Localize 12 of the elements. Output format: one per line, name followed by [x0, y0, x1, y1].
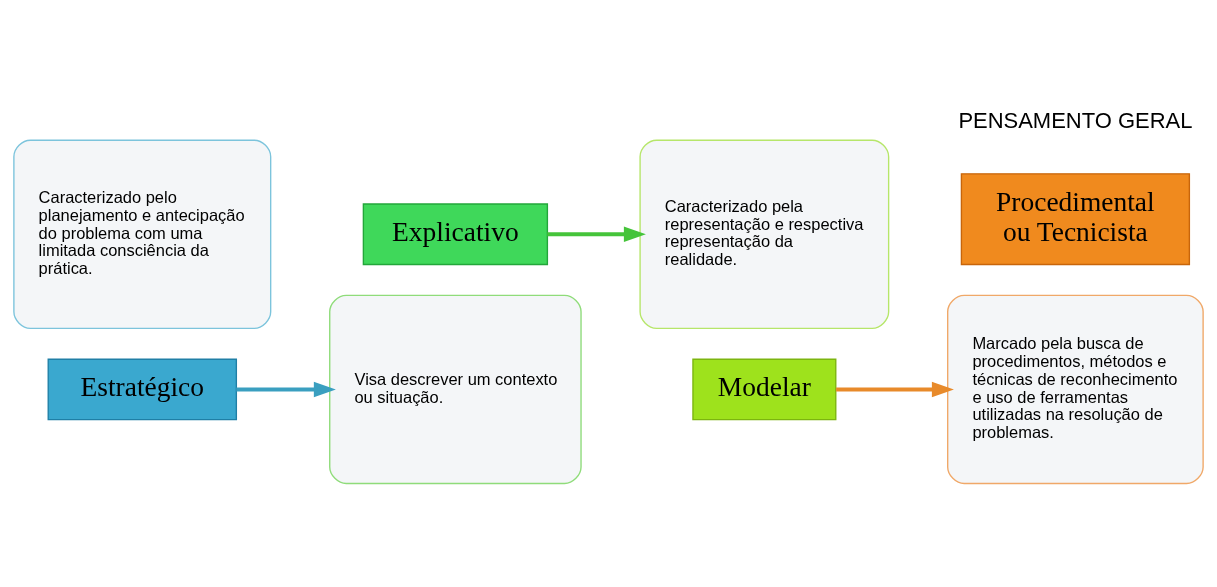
node-box: Estratégico	[47, 358, 238, 420]
arrow	[547, 226, 646, 242]
arrow	[236, 381, 336, 397]
arrow	[836, 381, 954, 397]
diagram-title: PENSAMENTO GERAL	[958, 107, 1193, 133]
node-box: Caracterizado pelo planejamento e antecipação do problema com uma limitada consciência da prática.	[13, 139, 272, 329]
node-box: Caracterizado pela representação e respectiva representação da realidade.	[639, 139, 890, 329]
node-box: Modelar	[692, 358, 837, 420]
node-box: Procedimental ou Tecnicista	[960, 172, 1191, 265]
node-box: Explicativo	[362, 202, 549, 265]
node-box: Marcado pela busca de procedimentos, métodos e técnicas de reconhecimento e uso de ferramentas utilizadas na resolução de problemas.	[947, 294, 1204, 484]
node-box: Visa descrever um contexto ou situação.	[329, 294, 582, 484]
